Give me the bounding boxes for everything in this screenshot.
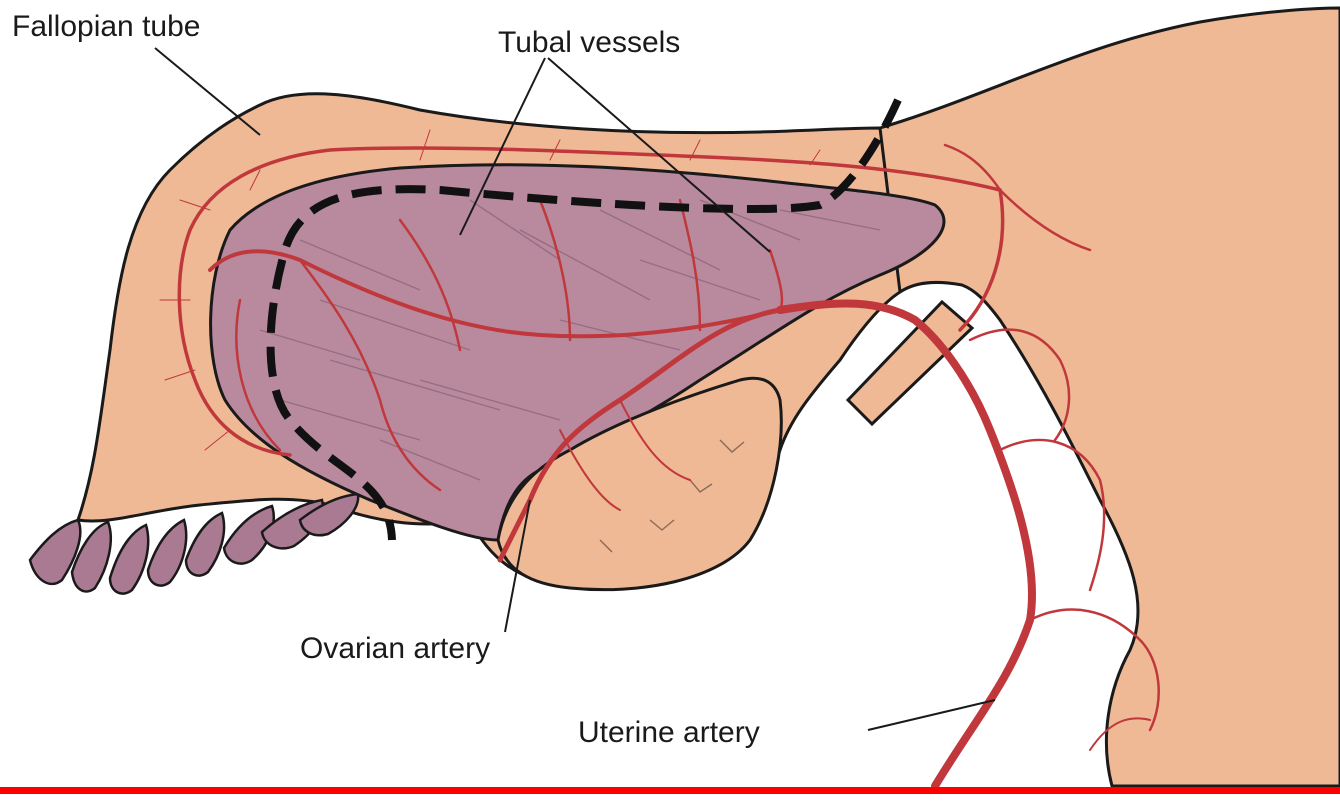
bottom-red-rule [0, 787, 1340, 794]
uterine-artery-label: Uterine artery [578, 718, 760, 748]
leader-fallopian-tube [155, 48, 260, 135]
tubal-vessels-label: Tubal vessels [498, 28, 680, 58]
fimbriae [30, 494, 358, 594]
uterus-body [880, 8, 1340, 786]
fallopian-tube-label: Fallopian tube [12, 12, 200, 42]
ovarian-artery-label: Ovarian artery [300, 634, 490, 664]
